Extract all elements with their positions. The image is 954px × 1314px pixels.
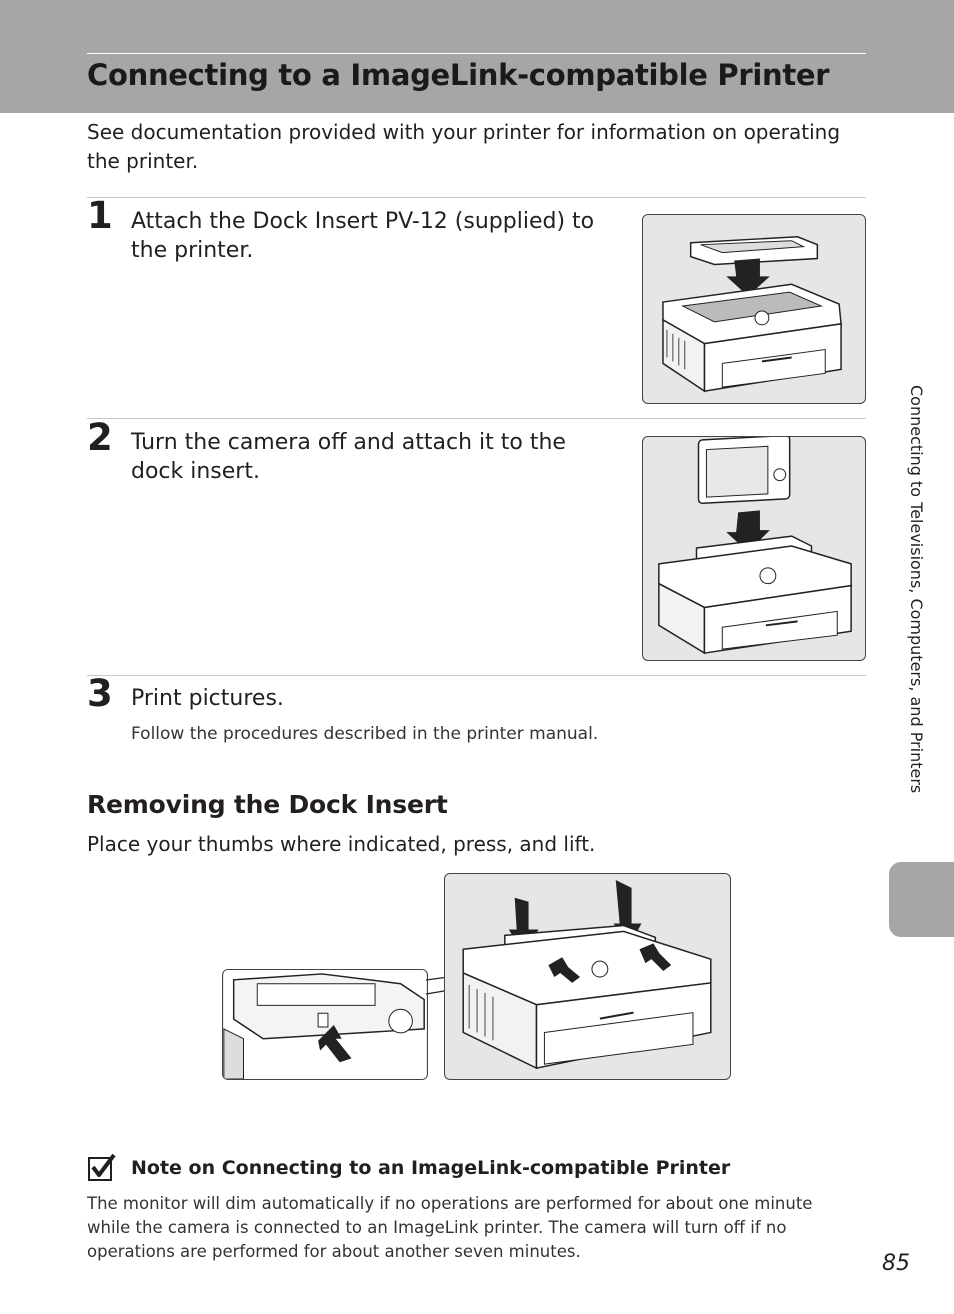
camera-printer-illustration (658, 437, 852, 655)
checkmark-icon (88, 1153, 116, 1181)
step-number: 1 (87, 194, 113, 237)
side-tab-label: Connecting to Televisions, Computers, an… (907, 385, 926, 794)
divider (87, 418, 866, 419)
printer-illustration (662, 236, 842, 393)
remove-dock-illustration (444, 873, 731, 1080)
thumb-detail-illustration (222, 969, 428, 1080)
section-heading: Removing the Dock Insert (87, 790, 448, 819)
dock-insert-attach-illustration (642, 214, 866, 404)
step-text: Print pictures. (131, 686, 284, 711)
down-arrow-icon (726, 258, 770, 297)
section-instruction: Place your thumbs where indicated, press… (87, 832, 596, 856)
step-number: 2 (87, 416, 113, 459)
press-arrow-icon (548, 957, 581, 983)
camera-attach-illustration (642, 436, 866, 661)
detail-illustration (223, 970, 427, 1079)
side-tab (889, 862, 954, 937)
step-subtext: Follow the procedures described in the p… (131, 724, 599, 744)
press-arrow-icon (318, 1024, 352, 1063)
header-band (0, 0, 954, 113)
step-number: 3 (87, 672, 113, 715)
step-text: Turn the camera off and attach it to the… (131, 430, 566, 484)
press-arrow-icon (639, 943, 672, 972)
divider (87, 675, 866, 676)
note-body: The monitor will dim automatically if no… (87, 1194, 813, 1261)
intro-text: See documentation provided with your pri… (87, 120, 841, 173)
note-title: Note on Connecting to an ImageLink-compa… (131, 1157, 731, 1179)
page-number: 85 (882, 1251, 910, 1276)
down-arrow-icon (726, 510, 770, 552)
divider (87, 197, 866, 198)
step-text: Attach the Dock Insert PV-12 (supplied) … (131, 209, 595, 263)
header-rule (87, 53, 866, 54)
printer-lift-illustration (462, 879, 712, 1070)
page-title: Connecting to a ImageLink-compatible Pri… (87, 58, 830, 92)
